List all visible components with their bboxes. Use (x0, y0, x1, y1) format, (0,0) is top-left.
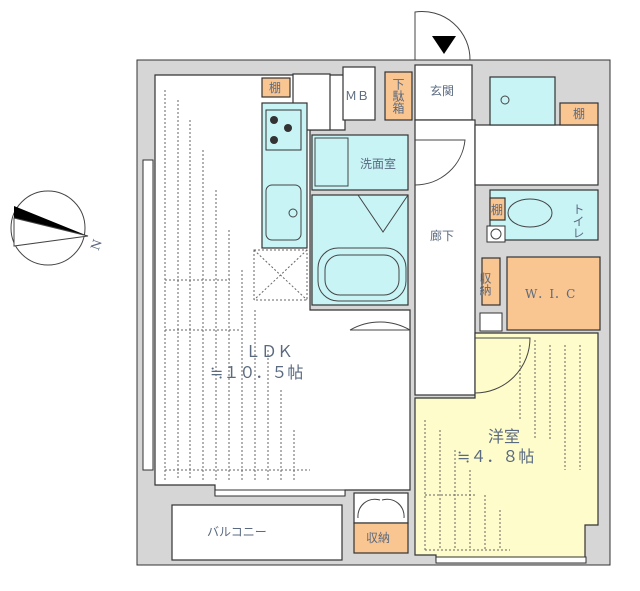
washer-pan (489, 76, 556, 126)
shelf-toilet-label: 棚 (491, 202, 503, 217)
ldk-window (142, 159, 154, 471)
shelf-upper (559, 102, 599, 126)
bathtub-icon (317, 247, 407, 302)
washroom (311, 134, 409, 191)
western-room (414, 332, 599, 561)
entrance-area (414, 64, 473, 121)
toilet-label: トイレ (571, 203, 585, 239)
washroom-label: 洗面室 (360, 156, 396, 171)
balcony-window (214, 489, 346, 497)
compass: N (10, 190, 105, 266)
corridor-storage-label: 収納 (478, 272, 492, 296)
floor-pattern (164, 90, 310, 480)
shelf-upper-label: 棚 (573, 106, 585, 121)
shoe-box-label: 下駄箱 (391, 78, 405, 114)
western-size: ≒４．８帖 (457, 447, 534, 466)
storage-door-area (353, 492, 409, 524)
western-window (435, 556, 587, 564)
wic-label: W．I．C (525, 287, 575, 301)
wic (506, 256, 601, 331)
balcony-storage (353, 522, 409, 554)
shoe-box (384, 71, 413, 121)
corridor-label: 廊下 (430, 228, 454, 243)
shelf-ldk (261, 77, 291, 98)
entrance-door (414, 11, 471, 61)
washer-space (253, 249, 308, 301)
ldk-door (349, 321, 411, 331)
shelf-label: 棚 (269, 80, 281, 95)
western-name: 洋室 (488, 427, 520, 446)
stove-icon (265, 109, 302, 151)
balcony (171, 504, 343, 561)
entrance-arrow-icon (432, 36, 456, 54)
entrance-label: 玄関 (430, 83, 454, 98)
corridor (414, 119, 476, 396)
compass-needle-icon (14, 206, 88, 236)
western-door (474, 337, 531, 394)
mb-label: ＭＢ (345, 89, 369, 103)
ldk-name: ＬＤＫ (245, 342, 293, 361)
ldk-room (154, 74, 411, 496)
shelf-toilet (489, 197, 506, 221)
vanity-icon (314, 137, 349, 187)
washroom-door (414, 139, 466, 186)
balcony-label: バルコニー (207, 525, 267, 539)
sink-icon (265, 184, 302, 241)
compass-north-label: N (88, 237, 105, 252)
mb-space (342, 66, 376, 121)
toilet-icon (507, 198, 553, 228)
balcony-storage-label: 収納 (366, 531, 390, 545)
closet-hall (474, 124, 599, 186)
ldk-size: ≒１０．５帖 (210, 363, 303, 382)
corridor-storage (481, 257, 501, 306)
bathroom (311, 194, 409, 306)
